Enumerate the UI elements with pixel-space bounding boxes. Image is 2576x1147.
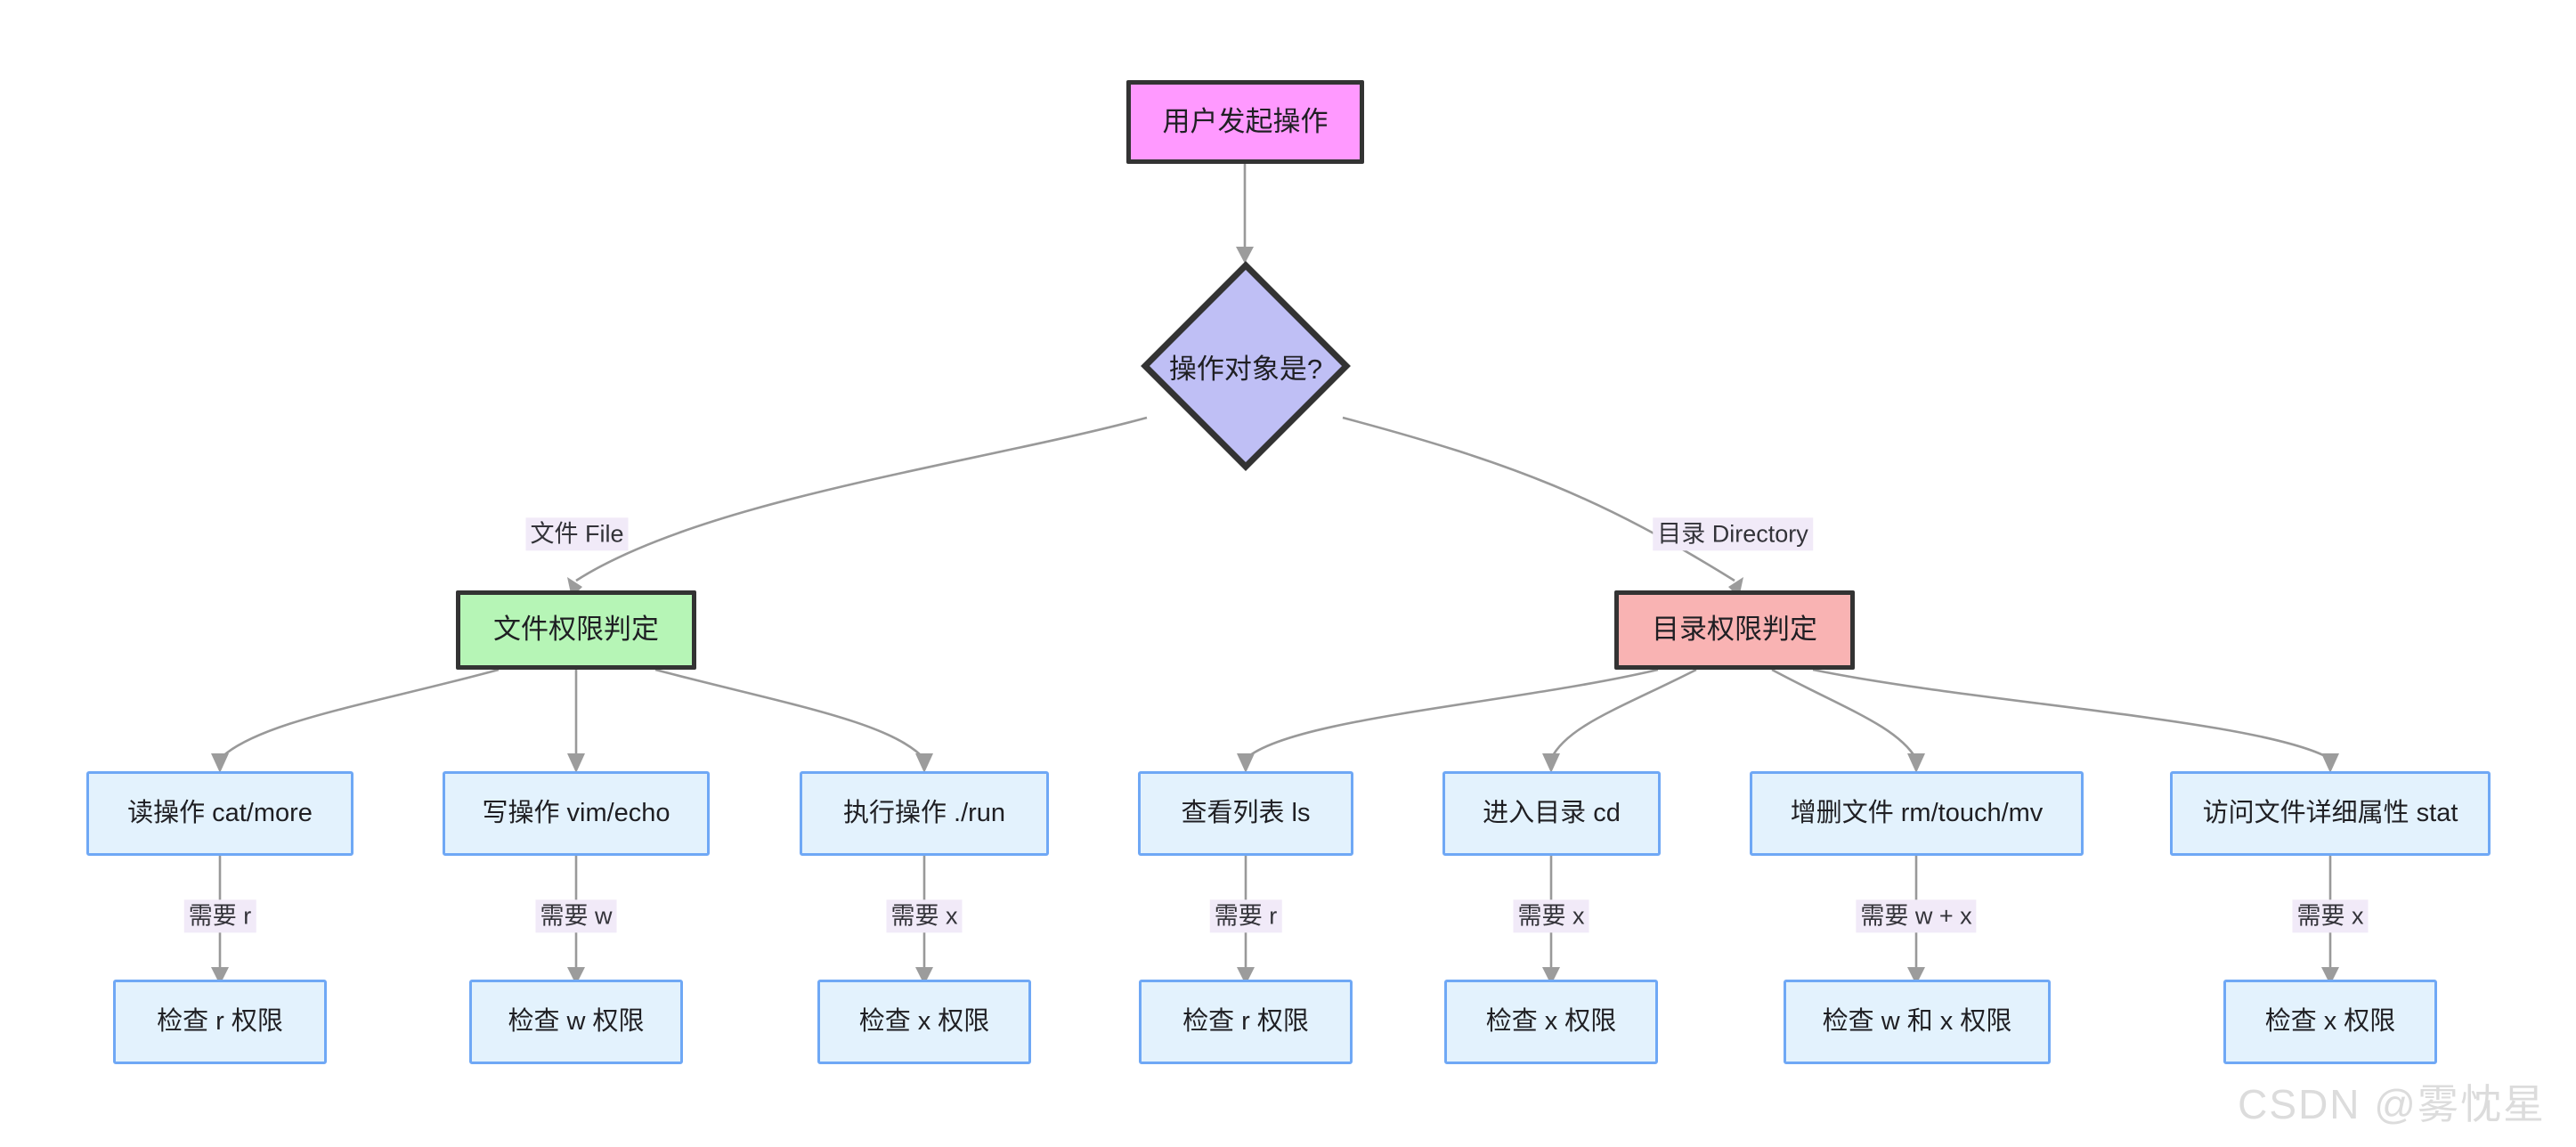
edge-label-exec-need: 需要 x (886, 899, 963, 933)
csdn-watermark: CSDN @雾忱星 (2238, 1081, 2546, 1127)
edge-label-write-need: 需要 w (535, 899, 617, 933)
node-op-exec[interactable]: 执行操作 ./run (800, 771, 1049, 856)
edge-decision-to-dir (1342, 416, 1735, 582)
node-check-r[interactable]: 检查 r 权限 (113, 980, 327, 1064)
node-op-exec-label: 执行操作 ./run (842, 799, 1006, 828)
edge-file-to-opexec (654, 668, 925, 760)
node-op-write[interactable]: 写操作 vim/echo (443, 771, 710, 856)
node-start-label: 用户发起操作 (1162, 105, 1329, 137)
edge-label-to-file: 文件 File (525, 517, 629, 551)
edge-label-to-dir: 目录 Directory (1653, 517, 1813, 551)
node-op-write-label: 写操作 vim/echo (482, 799, 670, 828)
edge-label-read-need: 需要 r (183, 899, 256, 933)
node-check-r-label: 检查 r 权限 (157, 1007, 283, 1037)
node-check-w-label: 检查 w 权限 (508, 1007, 645, 1037)
arrowhead-file-to-opwrite (567, 753, 585, 773)
node-dir-permission[interactable]: 目录权限判定 (1614, 590, 1855, 670)
node-check-w[interactable]: 检查 w 权限 (469, 980, 683, 1064)
node-file-permission-label: 文件权限判定 (493, 614, 659, 646)
node-decision-label: 操作对象是? (1168, 353, 1323, 385)
node-op-ls[interactable]: 查看列表 ls (1138, 771, 1353, 856)
node-check-r-dir[interactable]: 检查 r 权限 (1139, 980, 1353, 1064)
node-op-ls-label: 查看列表 ls (1181, 799, 1311, 828)
node-op-stat[interactable]: 访问文件详细属性 stat (2170, 771, 2491, 856)
arrowhead-file-to-opexec (915, 753, 933, 773)
arrowhead-dir-to-opcd (1542, 753, 1560, 773)
edge-file-to-opread (219, 668, 500, 760)
edge-label-stat-need: 需要 x (2292, 899, 2369, 933)
node-dir-permission-label: 目录权限判定 (1652, 614, 1817, 646)
node-check-x-stat-label: 检查 x 权限 (2264, 1007, 2396, 1037)
node-check-x-dir-label: 检查 x 权限 (1485, 1007, 1617, 1037)
edge-label-mod-need: 需要 w + x (1856, 899, 1977, 933)
edge-dir-to-opstat (1812, 668, 2331, 761)
arrowhead-dir-to-opstat (2321, 753, 2339, 773)
node-check-x-label: 检查 x 权限 (858, 1007, 990, 1037)
node-start[interactable]: 用户发起操作 (1126, 80, 1364, 164)
node-check-r-dir-label: 检查 r 权限 (1182, 1007, 1309, 1037)
node-check-wx[interactable]: 检查 w 和 x 权限 (1784, 980, 2051, 1064)
node-op-modify-label: 增删文件 rm/touch/mv (1790, 799, 2044, 828)
edge-dir-to-opcd (1549, 668, 1697, 760)
node-op-cd[interactable]: 进入目录 cd (1442, 771, 1661, 856)
edge-label-ls-need: 需要 r (1209, 899, 1282, 933)
arrowhead-dir-to-opls (1237, 753, 1255, 773)
arrowhead-dir-to-opmod (1907, 753, 1925, 773)
node-check-wx-label: 检查 w 和 x 权限 (1822, 1007, 2012, 1037)
arrowhead-file-to-opread (211, 753, 229, 773)
node-file-permission[interactable]: 文件权限判定 (456, 590, 696, 670)
node-op-cd-label: 进入目录 cd (1483, 799, 1621, 828)
node-op-read[interactable]: 读操作 cat/more (86, 771, 353, 856)
node-decision[interactable]: 操作对象是? (1141, 261, 1351, 471)
node-op-stat-label: 访问文件详细属性 stat (2202, 799, 2458, 828)
edge-label-cd-need: 需要 x (1513, 899, 1589, 933)
node-op-modify[interactable]: 增删文件 rm/touch/mv (1750, 771, 2084, 856)
node-op-read-label: 读操作 cat/more (127, 799, 313, 828)
edge-decision-to-file (575, 416, 1148, 582)
node-check-x-stat[interactable]: 检查 x 权限 (2223, 980, 2437, 1064)
edge-dir-to-opls (1245, 668, 1659, 760)
edge-dir-to-opmod (1771, 668, 1918, 760)
node-check-x-dir[interactable]: 检查 x 权限 (1444, 980, 1658, 1064)
node-check-x[interactable]: 检查 x 权限 (817, 980, 1031, 1064)
diamond-shape (1141, 261, 1351, 471)
